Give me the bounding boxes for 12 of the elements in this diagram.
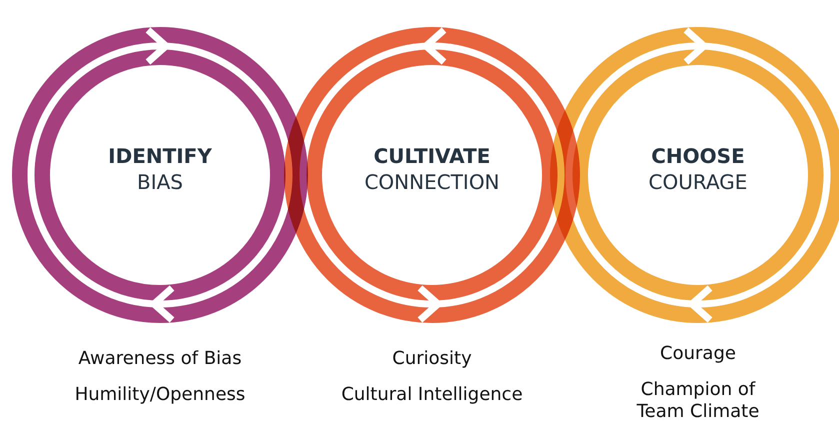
caption-text: Humility/Openness: [74, 384, 246, 406]
caption-text: Cultural Intelligence: [341, 384, 523, 406]
caption-text: Curiosity: [392, 348, 472, 370]
caption-text: Champion of Team Climate: [636, 379, 760, 423]
heading-text: CULTIVATE: [374, 143, 490, 169]
caption-text: Courage: [660, 343, 736, 365]
heading-text: IDENTIFY: [108, 143, 212, 169]
subheading-text: CONNECTION: [364, 169, 500, 195]
subheading-text: BIAS: [137, 169, 183, 195]
subheading-text: COURAGE: [648, 169, 748, 195]
caption-text: Awareness of Bias: [78, 348, 242, 370]
heading-text: CHOOSE: [651, 143, 745, 169]
